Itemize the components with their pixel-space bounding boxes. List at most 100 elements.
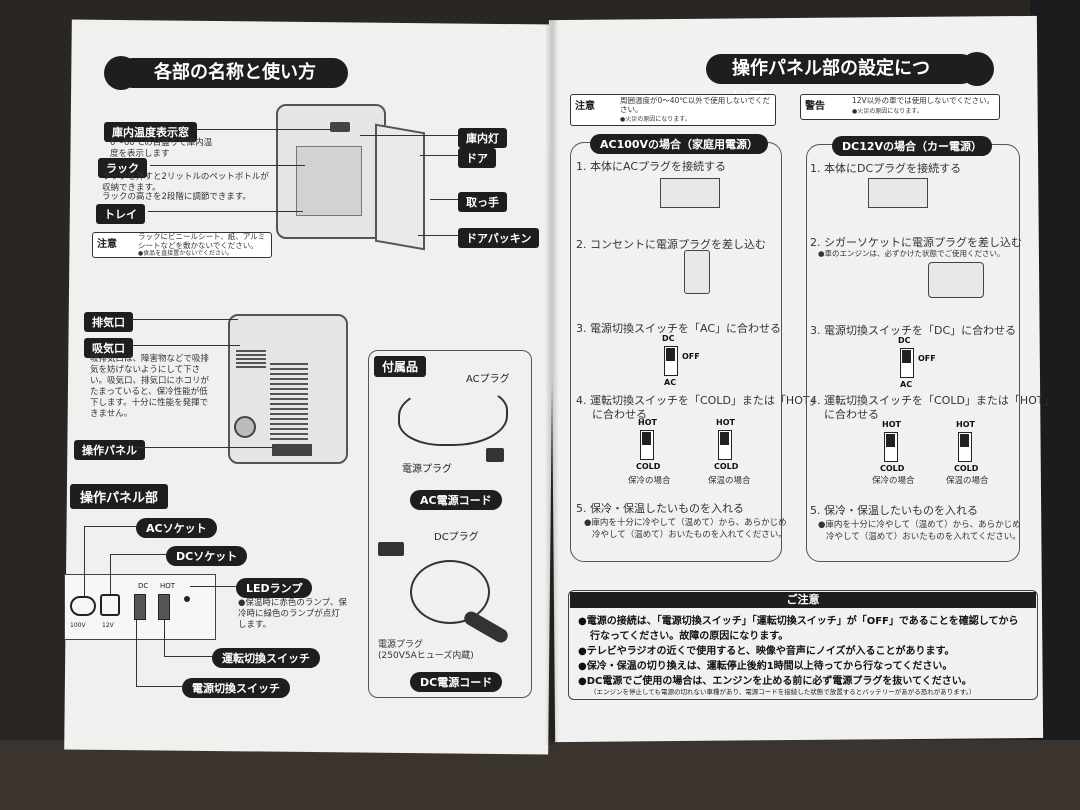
left-page-title: 各部の名称と使い方	[118, 58, 348, 88]
temp-display-desc: 0～60℃の目盛りで庫内温度を表示します	[110, 138, 213, 159]
ac-step-3: 3. 電源切換スイッチを「AC」に合わせる	[576, 322, 782, 335]
label-gasket: ドアパッキン	[458, 228, 540, 248]
ac-sw-off: OFF	[682, 352, 700, 361]
dc-step5-note-1: ●庫内を十分に冷やして（温めて）から、あらかじめ	[818, 520, 1021, 530]
ac-hot-2: HOT	[716, 418, 735, 427]
fridge-interior	[296, 146, 362, 216]
page-fold	[545, 20, 559, 745]
power-switch-label: 電源切換スイッチ	[182, 678, 290, 698]
vent-grille	[270, 360, 308, 440]
caution-label: 注意	[97, 239, 117, 250]
leader-line	[136, 686, 182, 687]
power-switch-icon	[134, 594, 146, 620]
label-intake: 吸気口	[84, 338, 133, 358]
panel-12v-text: 12V	[102, 622, 114, 629]
dc12v-box-head: DC12Vの場合（カー電源）	[832, 136, 993, 156]
label-door: ドア	[458, 148, 496, 168]
ac-step-4a: 4. 運転切換スイッチを「COLD」または「HOT」	[576, 394, 821, 407]
ac-cold-2: COLD	[714, 462, 739, 471]
ac-warm-case: 保温の場合	[708, 476, 751, 486]
leader-line	[84, 526, 85, 596]
led-label: LEDランプ	[236, 578, 313, 598]
dc-run-switch-cold	[884, 432, 898, 462]
panel-dc-text: DC	[138, 582, 149, 590]
title-marker-right	[960, 52, 994, 86]
right-page-title: 操作パネル部の設定について	[706, 54, 976, 109]
dc-sw-dc: DC	[898, 336, 911, 345]
dc-cord-illustration	[410, 560, 490, 624]
leader-line	[132, 319, 238, 320]
panel-strip	[272, 444, 312, 456]
accessories-box	[368, 350, 532, 698]
caution-box-right-2: 警告	[800, 94, 1000, 120]
power-plug-label: 電源プラグ	[402, 464, 452, 475]
fan-icon	[234, 416, 256, 438]
notes-box	[568, 590, 1038, 700]
exhaust-vent	[236, 348, 266, 368]
label-temp-display: 庫内温度表示窓	[104, 122, 197, 142]
label-tray: トレイ	[96, 204, 145, 224]
leader-line	[164, 656, 212, 657]
dc-cord-title: DC電源コード	[410, 672, 503, 692]
dc-hot-2: HOT	[956, 420, 975, 429]
accessories-title: 付属品	[374, 356, 427, 377]
ac-cold-1: COLD	[636, 462, 661, 471]
caution2-small: ●火災の原因になります。	[852, 108, 923, 115]
leader-line	[430, 199, 458, 200]
ac-power-switch	[664, 346, 678, 376]
ac-cord-illustration	[398, 386, 508, 446]
caution-box-left: 注意	[92, 232, 272, 258]
run-switch-label: 運転切換スイッチ	[212, 648, 320, 668]
label-exhaust: 排気口	[84, 312, 133, 332]
dc-warm-case: 保温の場合	[946, 476, 989, 486]
cigar-socket-icon	[928, 262, 984, 298]
note-line-1b: 行なってください。故障の原因になります。	[590, 631, 789, 642]
ac-socket-icon	[70, 596, 96, 616]
leader-line	[164, 620, 165, 656]
ac-cord-title: AC電源コード	[410, 490, 502, 510]
intake-desc: 吸排気口は、障害物などで吸排気を妨げないようにして下さい。吸気口、排気口にホコリ…	[90, 354, 210, 419]
ac-plug-label: ACプラグ	[466, 374, 510, 385]
caution-box-right-1: 注意	[570, 94, 776, 126]
note-line-1: ●電源の接続は、「電源切換スイッチ」「運転切換スイッチ」が「OFF」であることを…	[578, 616, 1019, 627]
dc-step-4b: に合わせる	[824, 408, 879, 421]
dc-run-switch-hot	[958, 432, 972, 462]
dc-plug-head	[378, 542, 404, 556]
ac100v-box-head: AC100Vの場合（家庭用電源）	[590, 134, 769, 154]
dc-power-switch	[900, 348, 914, 378]
wall-outlet-icon	[684, 250, 710, 294]
leader-line	[150, 165, 305, 166]
caution1-text: 周囲温度が0～40℃以外で使用しないでください。	[620, 96, 771, 114]
notes-head-bar	[570, 592, 1036, 608]
caution-label-2: 警告	[805, 101, 825, 112]
ac-plug-head	[486, 448, 504, 462]
ac-sw-dc: DC	[662, 334, 675, 343]
leader-line	[190, 586, 236, 587]
thermometer-window	[330, 122, 350, 132]
note-line-3: ●保冷・保温の切り換えは、運転停止後約1時間以上待ってから行なってください。	[578, 661, 953, 672]
ac-hot-1: HOT	[638, 418, 657, 427]
ac-step-4b: に合わせる	[592, 408, 647, 421]
dc-step-1: 1. 本体にDCプラグを接続する	[810, 162, 962, 175]
ac-sw-ac: AC	[664, 378, 677, 387]
note-line-4: ●DC電源でご使用の場合は、エンジンを止める前に必ず電源プラグを抜いてください。	[578, 676, 972, 687]
led-desc: ●保温時に赤色のランプ、保冷時に緑色のランプが点灯します。	[238, 598, 347, 630]
leader-line	[134, 447, 274, 448]
ac-run-switch-hot	[718, 430, 732, 460]
ac-step-2: 2. コンセントに電源プラグを差し込む	[576, 238, 766, 251]
notes-head: ご注意	[786, 593, 820, 606]
panel-section-title: 操作パネル部	[70, 484, 169, 509]
ac-step1-illustration	[660, 178, 720, 208]
run-switch-icon	[158, 594, 170, 620]
ac-cool-case: 保冷の場合	[628, 476, 671, 486]
leader-line	[136, 620, 137, 686]
leader-line	[418, 235, 458, 236]
ac-socket-label: ACソケット	[136, 518, 217, 538]
leader-line	[196, 129, 331, 130]
leader-line	[132, 345, 240, 346]
label-light: 庫内灯	[458, 128, 507, 148]
leader-line	[110, 554, 111, 594]
caution2-text: 12V以外の車では使用しないでください。	[852, 96, 994, 105]
leader-line	[110, 554, 166, 555]
ac-run-switch-cold	[640, 430, 654, 460]
